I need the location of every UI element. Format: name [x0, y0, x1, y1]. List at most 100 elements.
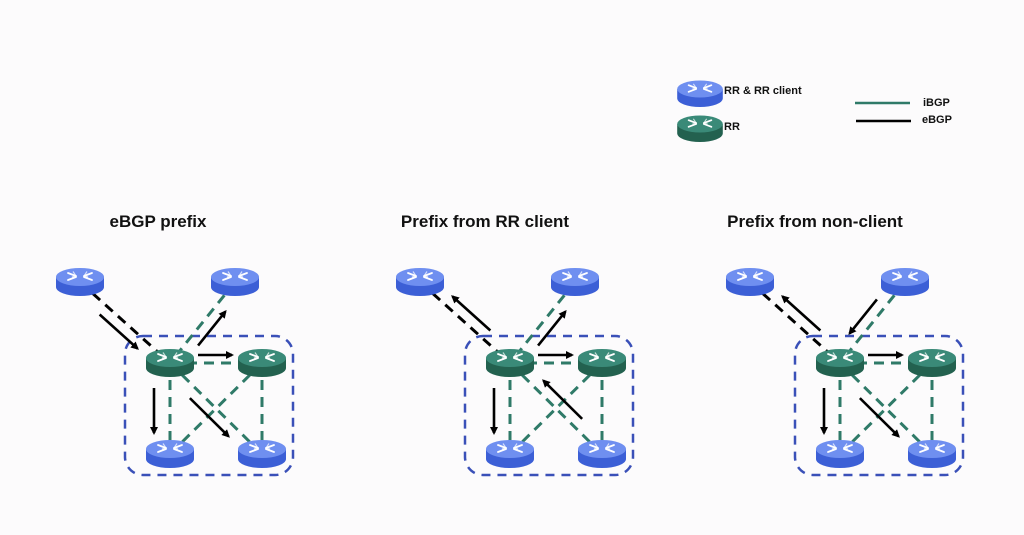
legend-label-client: RR & RR client — [724, 85, 802, 97]
router-top — [486, 349, 534, 367]
panel-prefix-from-non-client: Prefix from non-client — [726, 212, 965, 477]
ibgp-session-rr1-br — [508, 361, 604, 456]
router-symbol-icon — [497, 443, 523, 453]
advertisement-arrow-rr1-to-tr — [197, 310, 227, 347]
ebgp-session-tl-rr1 — [748, 280, 842, 365]
router-symbol-icon — [919, 443, 945, 453]
router-symbol-icon — [407, 271, 433, 281]
advertisement-arrow-rr1-to-tl — [451, 295, 492, 332]
router-symbol-icon — [497, 352, 523, 362]
router-symbol-icon — [249, 352, 275, 362]
router-bl — [486, 440, 534, 468]
ebgp-session-tl-rr1 — [418, 280, 512, 365]
router-tl — [396, 268, 444, 296]
advertisement-arrow-rr1-to-br — [188, 397, 230, 438]
router-client-icon — [677, 80, 723, 108]
router-top — [56, 268, 104, 286]
legend: RR & RR client RR iBGP eBGP — [677, 80, 952, 143]
router-symbol-icon — [222, 271, 248, 281]
advertisement-arrow-rr1-to-tl — [781, 295, 822, 332]
router-top — [486, 440, 534, 458]
router-bl — [816, 440, 864, 468]
router-symbol-icon — [827, 443, 853, 453]
router-symbol-icon — [589, 443, 615, 453]
ibgp-session-rr1-br — [168, 361, 264, 456]
router-top — [816, 440, 864, 458]
cluster-boundary — [793, 334, 965, 477]
router-symbol-icon — [737, 271, 763, 281]
ibgp-session-rr2-bl — [168, 361, 264, 456]
router-top — [816, 349, 864, 367]
legend-label-ibgp: iBGP — [923, 97, 950, 109]
router-tr — [881, 268, 929, 296]
ibgp-session-rr2-bl — [838, 361, 934, 456]
router-rr1 — [816, 349, 864, 377]
router-symbol-icon — [562, 271, 588, 281]
router-symbol-icon — [249, 443, 275, 453]
legend-link-ibgp: iBGP — [855, 97, 950, 109]
panel-ebgp-prefix: eBGP prefix — [56, 212, 295, 477]
cluster-boundary — [463, 334, 635, 477]
cluster-boundary — [123, 334, 295, 477]
router-symbol-icon — [687, 118, 713, 128]
router-symbol-icon — [892, 271, 918, 281]
router-symbol-icon — [589, 352, 615, 362]
router-top — [146, 440, 194, 458]
router-top — [908, 349, 956, 367]
router-rr1 — [146, 349, 194, 377]
router-top — [677, 115, 723, 133]
router-br — [578, 440, 626, 468]
router-bl — [146, 440, 194, 468]
ibgp-session-tr-rr1 — [838, 281, 907, 364]
panel-prefix-from-rr-client: Prefix from RR client — [396, 212, 635, 477]
router-symbol-icon — [827, 352, 853, 362]
router-symbol-icon — [67, 271, 93, 281]
panel-title: Prefix from RR client — [401, 212, 569, 231]
router-tr — [551, 268, 599, 296]
router-top — [146, 349, 194, 367]
advertisement-arrow-tl-to-rr1 — [98, 313, 139, 350]
router-rr2 — [238, 349, 286, 377]
router-top — [726, 268, 774, 286]
router-top — [578, 349, 626, 367]
ibgp-session-tr-rr1 — [508, 281, 577, 364]
legend-label-rr: RR — [724, 121, 740, 133]
legend-link-ebgp: eBGP — [856, 114, 952, 126]
router-br — [238, 440, 286, 468]
panel-title: eBGP prefix — [109, 212, 207, 231]
legend-label-ebgp: eBGP — [922, 114, 952, 126]
router-top — [908, 440, 956, 458]
panel-title: Prefix from non-client — [727, 212, 903, 231]
router-br — [908, 440, 956, 468]
router-top — [578, 440, 626, 458]
router-tr — [211, 268, 259, 296]
legend-router-client: RR & RR client — [677, 80, 802, 108]
router-top — [881, 268, 929, 286]
router-tl — [56, 268, 104, 296]
ibgp-session-rr2-bl — [508, 361, 604, 456]
router-top — [238, 349, 286, 367]
router-symbol-icon — [157, 352, 183, 362]
ebgp-session-tl-rr1 — [78, 280, 172, 365]
router-top — [677, 80, 723, 98]
router-rr2 — [908, 349, 956, 377]
router-rr-icon — [677, 115, 723, 143]
advertisement-arrow-br-to-rr1 — [542, 379, 584, 420]
advertisement-arrow-rr1-to-tr — [537, 310, 567, 347]
router-tl — [726, 268, 774, 296]
router-top — [211, 268, 259, 286]
ibgp-session-rr1-br — [838, 361, 934, 456]
router-symbol-icon — [687, 83, 713, 93]
router-symbol-icon — [157, 443, 183, 453]
ibgp-session-tr-rr1 — [168, 281, 237, 364]
router-top — [396, 268, 444, 286]
router-rr2 — [578, 349, 626, 377]
advertisement-arrow-tr-to-rr1 — [848, 298, 878, 335]
legend-router-rr: RR — [677, 115, 740, 143]
router-top — [238, 440, 286, 458]
advertisement-arrow-rr1-to-br — [858, 397, 900, 438]
router-rr1 — [486, 349, 534, 377]
router-top — [551, 268, 599, 286]
router-symbol-icon — [919, 352, 945, 362]
